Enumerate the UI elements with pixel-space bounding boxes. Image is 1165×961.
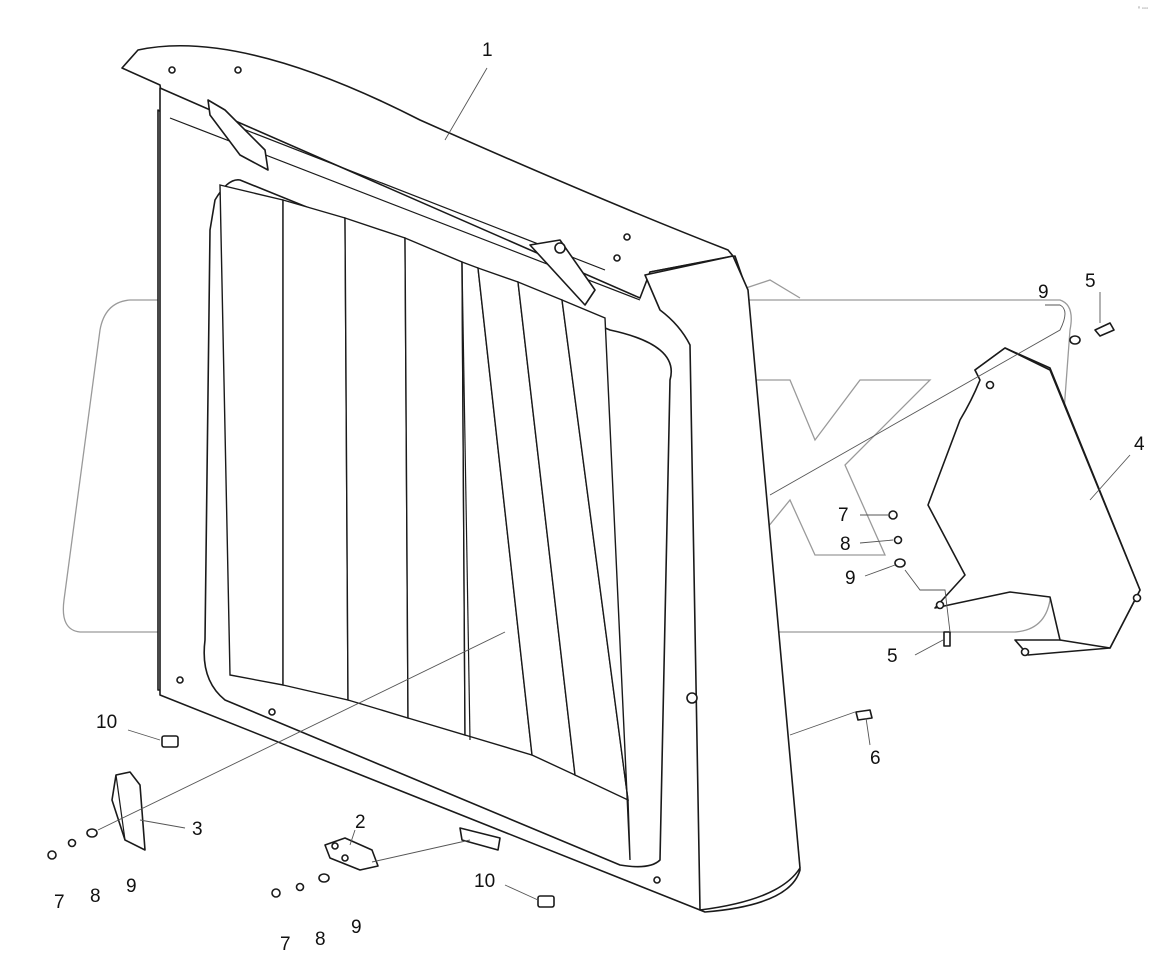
fasteners — [47, 322, 1115, 898]
callout-2: 2 — [355, 812, 366, 833]
leader-lines — [97, 67, 1131, 901]
callout-8-left: 8 — [90, 886, 101, 907]
callout-6: 6 — [870, 748, 881, 769]
latch — [324, 837, 379, 871]
clip-lower — [537, 895, 555, 908]
callout-7-left: 7 — [54, 892, 65, 913]
callout-9-right: 9 — [845, 568, 856, 589]
callout-9-bottom: 9 — [351, 917, 362, 938]
callout-7-right: 7 — [838, 505, 849, 526]
grille-slats — [219, 184, 631, 861]
callout-10-lower: 10 — [474, 871, 495, 892]
callout-labels: 1 2 3 4 5 5 6 7 7 7 8 8 8 9 9 9 9 10 10 — [54, 40, 1145, 955]
callout-8-right: 8 — [840, 534, 851, 555]
callout-5-bottom: 5 — [887, 646, 898, 667]
left-bracket — [111, 771, 146, 851]
callout-8-bottom: 8 — [315, 929, 326, 950]
callout-7-bottom: 7 — [280, 934, 291, 955]
clip-upper — [161, 735, 179, 748]
side-deflector — [927, 347, 1142, 657]
corner-mark: ⁿ ▫▫▫ — [1138, 5, 1148, 12]
callout-9-top: 9 — [1038, 282, 1049, 303]
callout-1: 1 — [482, 40, 493, 61]
callout-5-top: 5 — [1085, 271, 1096, 292]
callout-9-left: 9 — [126, 876, 137, 897]
callout-10-upper: 10 — [96, 712, 117, 733]
callout-3: 3 — [192, 819, 203, 840]
callout-4: 4 — [1134, 434, 1145, 455]
